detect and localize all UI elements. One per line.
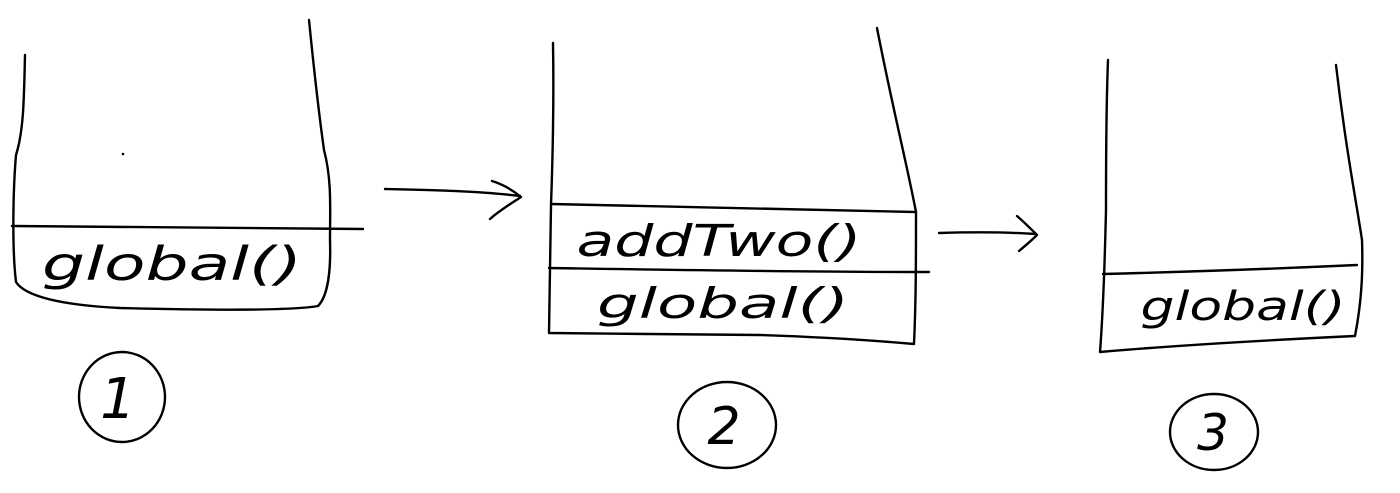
arrow-1-to-2-shaft — [383, 187, 522, 198]
stack-3-number-circle — [1168, 392, 1260, 472]
stack-2-number: 2 — [707, 397, 740, 457]
arrow-1-to-2-head — [488, 179, 523, 221]
stack-3-frame-divider — [1101, 263, 1359, 276]
stack-3-frame-global: global() — [1141, 284, 1346, 330]
stack-2-frame-divider — [547, 266, 931, 274]
arrow-2-to-3 — [937, 214, 1039, 253]
arrow-1-to-2 — [383, 179, 523, 221]
stack-2-frame-global: global() — [597, 279, 849, 328]
stack-1-dot — [121, 152, 125, 156]
stack-2: addTwo() global() 2 — [547, 26, 931, 470]
stack-1-frame-global: global() — [42, 237, 302, 291]
stack-2-frame-top — [549, 202, 918, 214]
stack-2-number-circle — [676, 380, 778, 470]
stack-1: global() 1 — [10, 18, 365, 444]
stack-2-container — [547, 26, 918, 346]
stack-3: global() 3 — [1098, 58, 1364, 472]
stack-1-container — [12, 18, 332, 311]
stack-2-frame-addtwo: addTwo() — [577, 216, 862, 267]
stack-3-container — [1098, 58, 1364, 354]
stack-1-number: 1 — [100, 367, 136, 432]
stack-1-number-circle — [77, 350, 167, 444]
arrow-2-to-3-shaft — [937, 231, 1038, 236]
arrow-2-to-3-head — [1015, 214, 1039, 253]
stack-3-number: 3 — [1197, 404, 1229, 462]
stack-1-frame-divider — [10, 224, 365, 231]
